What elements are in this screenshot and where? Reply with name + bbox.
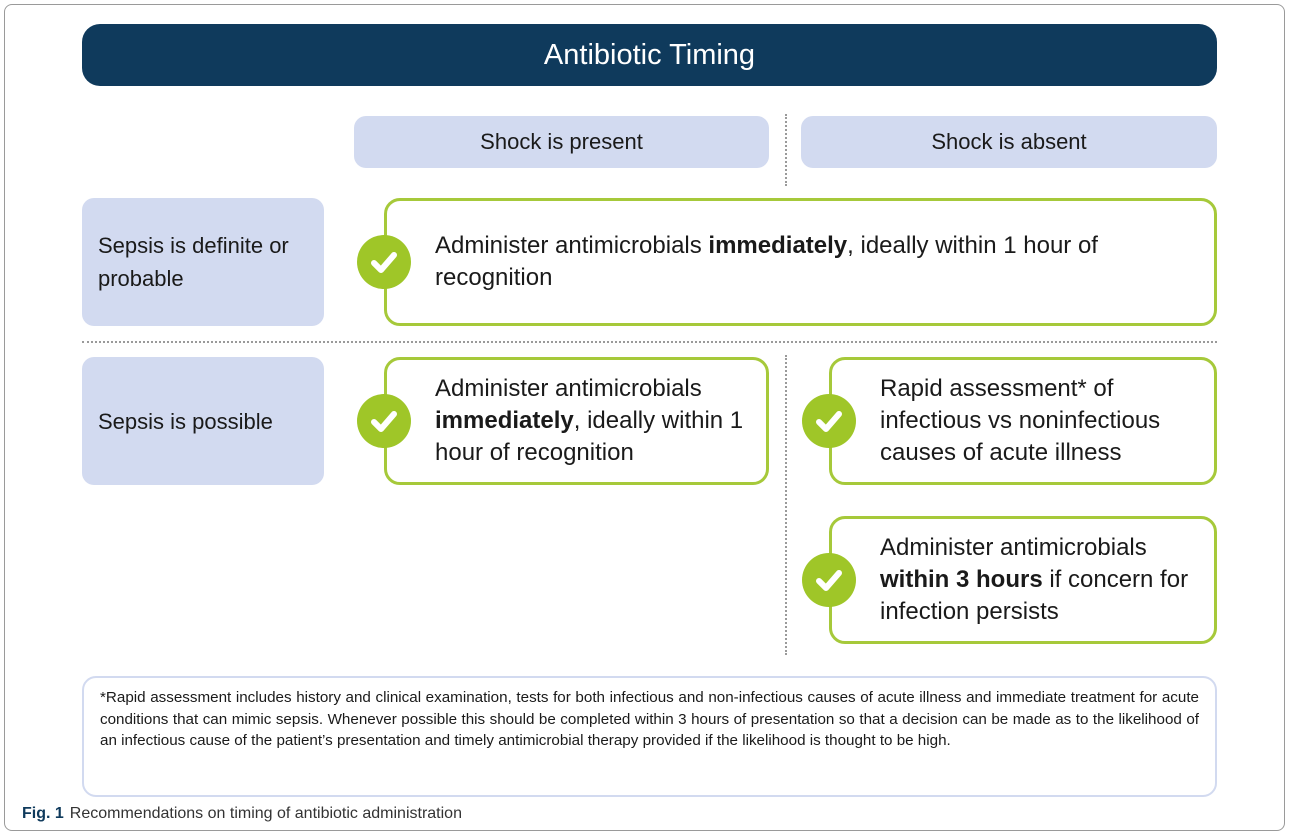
card-possible-noshock-within-3-hours: Administer antimicrobials within 3 hours… [829, 516, 1217, 644]
card-possible-noshock-assess-text: Rapid assessment* of infectious vs nonin… [880, 375, 1161, 466]
figure-caption-label: Fig. 1 [22, 805, 64, 822]
column-header-shock-present: Shock is present [354, 116, 769, 168]
column-header-shock-absent-label: Shock is absent [931, 129, 1087, 154]
figure-caption-text: Recommendations on timing of antibiotic … [69, 805, 462, 822]
column-header-shock-present-label: Shock is present [480, 129, 643, 154]
card-possible-shock-text: Administer antimicrobials immediately, i… [435, 375, 744, 466]
horizontal-divider [82, 341, 1217, 343]
card-possible-noshock-admin-text: Administer antimicrobials within 3 hours… [880, 534, 1189, 625]
card-possible-shock-administer-immediately: Administer antimicrobials immediately, i… [384, 357, 769, 485]
footnote-text: *Rapid assessment includes history and c… [100, 689, 1199, 749]
figure-frame [4, 4, 1285, 831]
vertical-divider-bottom [785, 355, 787, 655]
card-possible-noshock-rapid-assessment: Rapid assessment* of infectious vs nonin… [829, 357, 1217, 485]
check-icon [357, 394, 411, 448]
check-icon [802, 394, 856, 448]
check-icon [802, 553, 856, 607]
row-header-sepsis-possible-label: Sepsis is possible [98, 408, 273, 434]
figure-caption: Fig. 1 Recommendations on timing of antib… [22, 805, 462, 823]
footnote-box: *Rapid assessment includes history and c… [82, 676, 1217, 797]
check-icon [357, 235, 411, 289]
row-header-sepsis-definite-label: Sepsis is definite or probable [98, 233, 289, 291]
diagram-title-text: Antibiotic Timing [543, 38, 756, 71]
row-header-sepsis-possible: Sepsis is possible [82, 357, 324, 485]
diagram-title: Antibiotic Timing [82, 24, 1217, 86]
row-header-sepsis-definite: Sepsis is definite or probable [82, 198, 324, 326]
card-definite-text: Administer antimicrobials immediately, i… [435, 232, 1098, 291]
vertical-divider-top [785, 114, 787, 186]
card-definite-administer-immediately: Administer antimicrobials immediately, i… [384, 198, 1217, 326]
column-header-shock-absent: Shock is absent [801, 116, 1217, 168]
